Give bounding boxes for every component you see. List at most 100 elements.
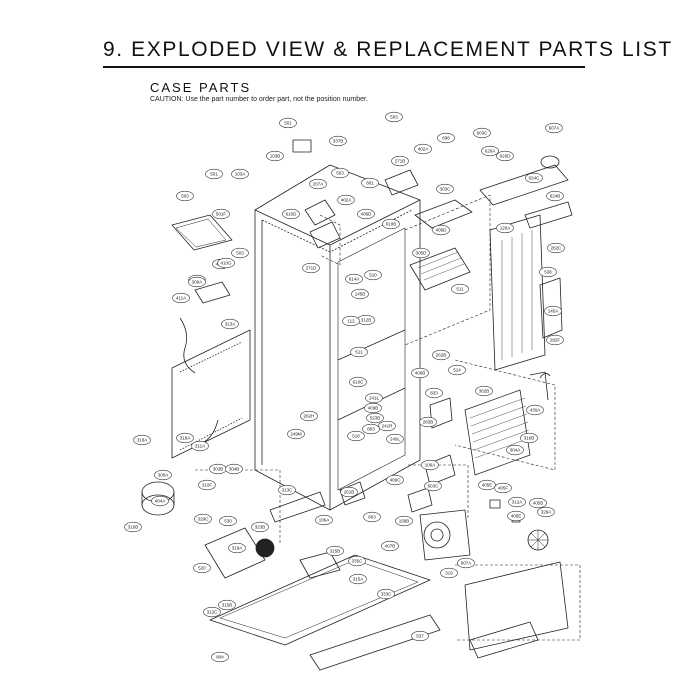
part-callout: 803 (363, 511, 381, 523)
callout-bubble (278, 484, 296, 496)
callout-label: 409C (390, 477, 402, 482)
callout-bubble (302, 262, 320, 274)
part-callout: 120A (496, 222, 514, 234)
callout-label: 303C (440, 186, 452, 191)
callout-bubble (412, 247, 430, 259)
callout-bubble (124, 521, 142, 533)
callout-bubble (194, 513, 212, 525)
fan-blade (527, 529, 549, 551)
callout-label: 261B (344, 489, 355, 494)
rear-cover-panel (171, 329, 251, 459)
assembly-groupings (195, 194, 581, 641)
callout-label: 158B (399, 518, 410, 523)
part-callout: 410G (217, 257, 235, 269)
part-callout: 271D (302, 262, 320, 274)
callout-bubble (217, 257, 235, 269)
part-callout: 803 (362, 423, 380, 435)
callout-bubble (188, 276, 206, 288)
callout-label: 241R (382, 423, 394, 428)
callout-label: 318A (180, 435, 191, 440)
callout-bubble (520, 432, 538, 444)
part-callout: 804 (211, 651, 229, 663)
part-callout: 404A (151, 495, 169, 507)
base-plate (209, 551, 431, 646)
callout-label: 804 (216, 654, 224, 659)
part-callout: 310F (198, 479, 216, 491)
part-callout: 624B (546, 190, 564, 202)
callout-bubble (547, 242, 565, 254)
part-callout: 610C (349, 376, 367, 388)
part-callout: 537 (411, 630, 429, 642)
part-callout: 626D (496, 150, 514, 162)
part-callout: 430A (526, 404, 544, 416)
fan-housing (419, 509, 569, 659)
callout-bubble (345, 273, 363, 285)
part-callout: 510 (364, 269, 382, 281)
pcb-board (194, 281, 231, 304)
callout-label: 607A (461, 560, 472, 565)
callout-bubble (365, 392, 383, 404)
callout-bubble (361, 177, 379, 189)
callout-bubble (496, 222, 514, 234)
part-callout: 333C (377, 588, 395, 600)
callout-bubble (436, 183, 454, 195)
callout-label: 333C (381, 591, 393, 596)
part-callout: 411A (172, 292, 190, 304)
callout-label: 302B (479, 388, 490, 393)
part-callout: 538 (539, 266, 557, 278)
callout-bubble (391, 155, 409, 167)
callout-label: 801 (366, 180, 374, 185)
callout-layer: 501337B503402A606603C607A103B271B626A626… (124, 111, 565, 663)
part-callout: 503 (231, 247, 249, 259)
callout-bubble (411, 630, 429, 642)
part-callout: 249M (287, 428, 305, 440)
callout-label: 409D (436, 227, 448, 232)
part-callout: 145B (351, 288, 369, 300)
callout-bubble (508, 496, 526, 508)
part-callout: 316B (520, 432, 538, 444)
evaporator (464, 371, 549, 476)
callout-bubble (425, 387, 443, 399)
part-callout: 402A (337, 194, 355, 206)
callout-bubble (225, 463, 243, 475)
callout-bubble (386, 474, 404, 486)
part-callout: 405B (529, 497, 547, 509)
callout-label: 406B (415, 370, 426, 375)
callout-bubble (133, 434, 151, 446)
callout-bubble (537, 506, 555, 518)
callout-bubble (496, 150, 514, 162)
callout-bubble (349, 376, 367, 388)
callout-bubble (176, 190, 194, 202)
part-callout: 303B (209, 463, 227, 475)
callout-bubble (315, 514, 333, 526)
callout-bubble (448, 364, 466, 376)
part-callout: 319 (440, 567, 458, 579)
part-callout: 323B (251, 521, 269, 533)
callout-bubble (218, 599, 236, 611)
part-callout: 530 (219, 515, 237, 527)
part-callout: 158B (395, 515, 413, 527)
callout-bubble (366, 412, 384, 424)
part-callout: 514 (448, 364, 466, 376)
callout-label: 803 (368, 514, 376, 519)
callout-bubble (546, 190, 564, 202)
part-callout: 503 (176, 190, 194, 202)
callout-label: 318A (137, 437, 148, 442)
callout-bubble (300, 410, 318, 422)
callout-bubble (191, 440, 209, 452)
callout-label: 304B (229, 466, 240, 471)
callout-bubble (326, 545, 344, 557)
callout-bubble (539, 266, 557, 278)
callout-label: 410G (220, 260, 232, 265)
part-callout: 409D (432, 224, 450, 236)
callout-label: 145A (548, 308, 559, 313)
callout-bubble (545, 122, 563, 134)
part-callout: 261B (340, 486, 358, 498)
callout-label: 503 (181, 193, 189, 198)
callout-label: 503 (336, 170, 344, 175)
part-callout: 106A (421, 459, 439, 471)
callout-label: 300A (192, 279, 203, 284)
part-callout: 249L (386, 433, 404, 445)
callout-bubble (546, 334, 564, 346)
part-callout: 319A (228, 542, 246, 554)
